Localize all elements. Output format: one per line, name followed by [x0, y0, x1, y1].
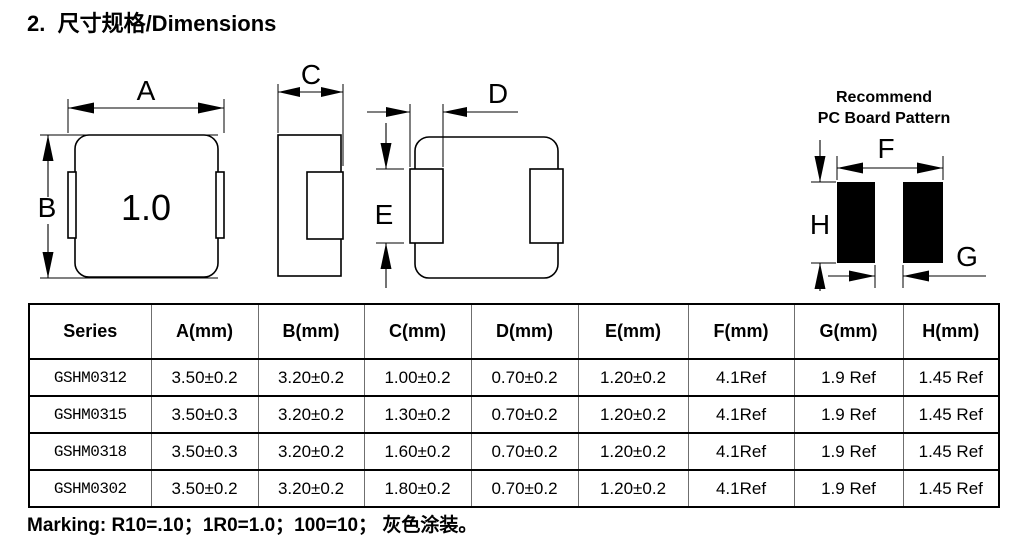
- value-cell: 0.70±0.2: [470, 358, 579, 397]
- value-cell: 3.20±0.2: [257, 469, 365, 508]
- series-cell: GSHM0318: [28, 432, 152, 471]
- value-cell: 1.9 Ref: [793, 432, 904, 471]
- dim-label-g: G: [956, 241, 978, 272]
- value-cell: 3.50±0.2: [150, 469, 259, 508]
- pcb-pattern-diagram: Recommend PC Board Pattern F H G: [810, 89, 986, 291]
- column-header: F(mm): [687, 303, 795, 360]
- dim-label-e: E: [375, 199, 394, 230]
- value-cell: 1.20±0.2: [577, 395, 689, 434]
- solder-pad-left: [837, 182, 875, 263]
- value-cell: 3.20±0.2: [257, 358, 365, 397]
- value-cell: 1.20±0.2: [577, 469, 689, 508]
- value-cell: 1.45 Ref: [902, 358, 1000, 397]
- value-cell: 1.9 Ref: [793, 395, 904, 434]
- arrowhead: [380, 243, 392, 269]
- value-cell: 1.45 Ref: [902, 395, 1000, 434]
- pcb-pattern-title-line2: PC Board Pattern: [818, 110, 950, 127]
- value-cell: 1.45 Ref: [902, 469, 1000, 508]
- value-cell: 0.70±0.2: [470, 432, 579, 471]
- column-header: G(mm): [793, 303, 904, 360]
- value-cell: 4.1Ref: [687, 395, 795, 434]
- arrowhead: [917, 162, 943, 174]
- arrowhead: [198, 102, 224, 114]
- arrowhead: [42, 252, 54, 278]
- value-cell: 1.20±0.2: [577, 358, 689, 397]
- column-header: E(mm): [577, 303, 689, 360]
- arrowhead: [321, 87, 343, 97]
- arrowhead: [814, 263, 826, 289]
- section-title: 2. 尺寸规格/Dimensions: [27, 11, 277, 36]
- value-cell: 0.70±0.2: [470, 395, 579, 434]
- value-cell: 3.50±0.2: [150, 358, 259, 397]
- arrowhead: [837, 162, 863, 174]
- solder-pad-right: [903, 182, 943, 263]
- dimension-diagrams: A B 1.0 C: [38, 59, 986, 291]
- column-header: H(mm): [902, 303, 1000, 360]
- arrowhead: [68, 102, 94, 114]
- side-view-diagram: C: [277, 59, 344, 277]
- column-header: C(mm): [363, 303, 472, 360]
- value-cell: 4.1Ref: [687, 432, 795, 471]
- value-cell: 4.1Ref: [687, 469, 795, 508]
- value-cell: 4.1Ref: [687, 358, 795, 397]
- marking-note: Marking: R10=.10；1R0=1.0；100=10； 灰色涂装。: [27, 515, 478, 536]
- terminal-electrode: [306, 171, 344, 240]
- value-cell: 3.50±0.3: [150, 432, 259, 471]
- arrowhead: [380, 143, 392, 169]
- value-cell: 1.9 Ref: [793, 358, 904, 397]
- dim-label-d: D: [488, 78, 508, 109]
- value-cell: 1.00±0.2: [363, 358, 472, 397]
- terminal-tab-left: [67, 171, 77, 239]
- series-cell: GSHM0315: [28, 395, 152, 434]
- value-cell: 3.20±0.2: [257, 395, 365, 434]
- series-cell: GSHM0312: [28, 358, 152, 397]
- value-cell: 0.70±0.2: [470, 469, 579, 508]
- value-cell: 1.30±0.2: [363, 395, 472, 434]
- arrowhead: [42, 135, 54, 161]
- terminal-pad-left: [409, 168, 444, 244]
- bottom-view-diagram: D E: [367, 78, 564, 288]
- dim-label-c: C: [301, 59, 321, 90]
- value-cell: 1.80±0.2: [363, 469, 472, 508]
- value-cell: 3.50±0.3: [150, 395, 259, 434]
- series-cell: GSHM0302: [28, 469, 152, 508]
- pcb-pattern-title-line1: Recommend: [836, 89, 932, 106]
- column-header: Series: [28, 303, 152, 360]
- front-view-diagram: A B 1.0: [38, 75, 225, 279]
- dim-label-f: F: [877, 133, 894, 164]
- arrowhead: [849, 270, 875, 282]
- value-cell: 3.20±0.2: [257, 432, 365, 471]
- arrowhead: [903, 270, 929, 282]
- value-cell: 1.45 Ref: [902, 432, 1000, 471]
- terminal-tab-right: [215, 171, 225, 239]
- arrowhead: [386, 107, 410, 117]
- column-header: B(mm): [257, 303, 365, 360]
- column-header: D(mm): [470, 303, 579, 360]
- dim-label-b: B: [38, 192, 57, 223]
- part-marking-text: 1.0: [121, 187, 171, 228]
- value-cell: 1.20±0.2: [577, 432, 689, 471]
- dim-label-a: A: [137, 75, 156, 106]
- dim-label-h: H: [810, 209, 830, 240]
- value-cell: 1.9 Ref: [793, 469, 904, 508]
- terminal-pad-right: [529, 168, 564, 244]
- column-header: A(mm): [150, 303, 259, 360]
- arrowhead: [443, 107, 467, 117]
- arrowhead: [814, 156, 826, 182]
- value-cell: 1.60±0.2: [363, 432, 472, 471]
- arrowhead: [278, 87, 300, 97]
